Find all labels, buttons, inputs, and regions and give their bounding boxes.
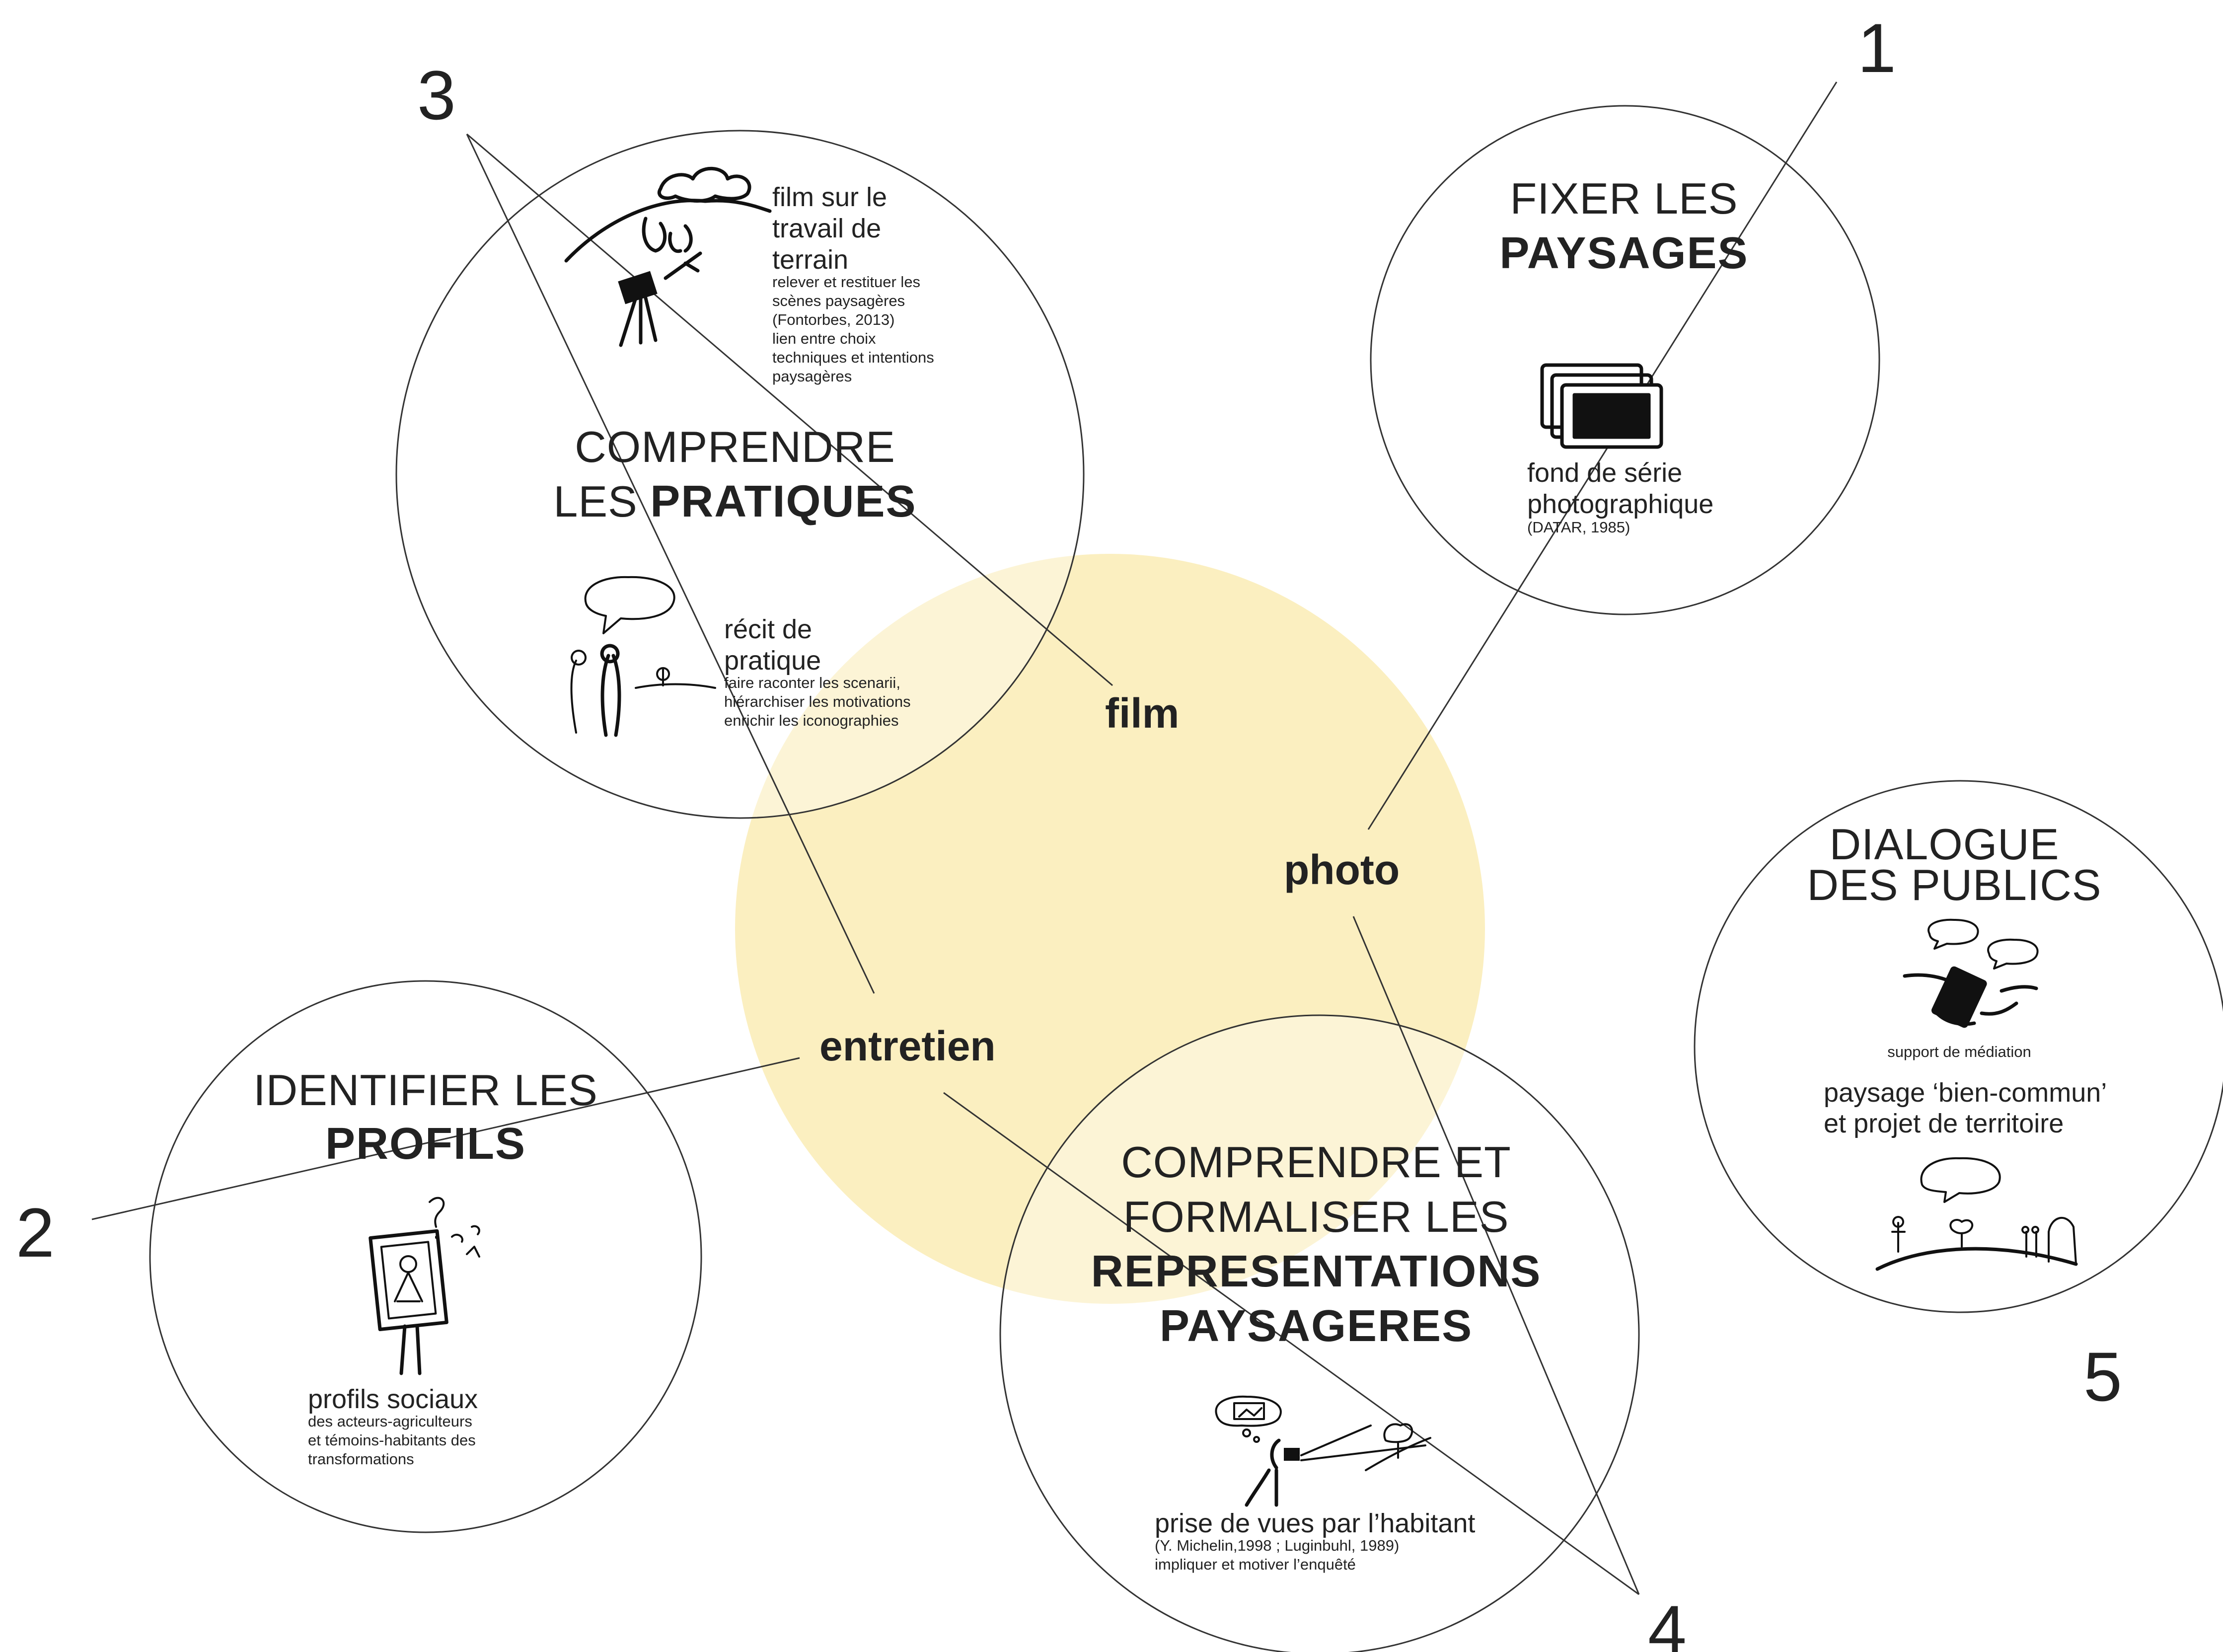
step3-bottom-label-line2: pratique bbox=[724, 646, 821, 676]
step4-detail-line2: impliquer et motiver l’enquêté bbox=[1155, 1556, 1356, 1573]
step5-support-label: support de médiation bbox=[1887, 1043, 2031, 1060]
step1-circle bbox=[1370, 105, 1880, 615]
portrait-frame-icon bbox=[369, 1197, 480, 1375]
step5-title-line1: DIALOGUE bbox=[1830, 820, 2060, 869]
step5-number: 5 bbox=[2083, 1338, 2122, 1416]
step4-circle bbox=[999, 1014, 1640, 1652]
method-photo-label: photo bbox=[1284, 846, 1400, 893]
step4-number: 4 bbox=[1648, 1591, 1687, 1652]
step2-detail-line3: transformations bbox=[308, 1450, 414, 1468]
method-entretien-label: entretien bbox=[819, 1023, 996, 1069]
step5-circle bbox=[1694, 780, 2223, 1313]
step3-top-detail-line6: paysagères bbox=[772, 368, 852, 385]
step3-bottom-detail-line2: hiérarchiser les motivations bbox=[724, 693, 911, 710]
step2-number: 2 bbox=[16, 1194, 55, 1272]
community-landscape-icon bbox=[1875, 1157, 2078, 1271]
camera-filming-icon bbox=[564, 166, 772, 347]
step3-bottom-detail-line3: enrichir les iconographies bbox=[724, 712, 899, 729]
step3-top-detail-line4: lien entre choix bbox=[772, 330, 876, 347]
line-step3-b-to-entretien bbox=[466, 134, 875, 994]
step2-label: profils sociaux bbox=[308, 1384, 478, 1414]
line-step2-to-entretien bbox=[91, 1057, 800, 1220]
step3-top-detail-line2: scènes paysagères bbox=[772, 292, 905, 309]
central-method-circle bbox=[735, 554, 1485, 1304]
step3-top-label-line1: film sur le bbox=[772, 182, 887, 212]
step2-title-line2: PROFILS bbox=[325, 1119, 526, 1169]
step3-bottom-detail-line1: faire raconter les scenarii, bbox=[724, 674, 900, 691]
step4-title-line4: PAYSAGERES bbox=[1160, 1301, 1473, 1351]
step3-top-label-line2: travail de bbox=[772, 214, 881, 243]
step4-label: prise de vues par l’habitant bbox=[1155, 1508, 1475, 1538]
step5-label-line1: paysage ‘bien-commun’ bbox=[1824, 1078, 2107, 1108]
step4-title-line1: COMPRENDRE ET bbox=[1121, 1137, 1511, 1187]
step3-top-detail-line1: relever et restituer les bbox=[772, 273, 920, 291]
step3-title-line1: COMPRENDRE bbox=[575, 422, 895, 471]
line-step1-to-photo bbox=[1367, 81, 1838, 830]
step1-number: 1 bbox=[1857, 9, 1896, 87]
step2-circle bbox=[149, 980, 702, 1533]
step3-title-line2-bold: PRATIQUES bbox=[650, 477, 916, 526]
step3-title-line2-prefix: LES bbox=[553, 477, 637, 526]
connector-lines bbox=[91, 81, 1838, 1595]
step3-circle bbox=[395, 130, 1085, 819]
step1-title-line2: PAYSAGES bbox=[1499, 228, 1748, 278]
line-step3-a-to-film bbox=[466, 133, 1113, 686]
conversation-icon bbox=[570, 576, 716, 737]
step3-title-line2: LES PRATIQUES bbox=[553, 477, 916, 526]
step2-title-line1: IDENTIFIER LES bbox=[253, 1065, 598, 1115]
step1-label-line2: photographique bbox=[1527, 489, 1713, 519]
step5-title-line2: DES PUBLICS bbox=[1807, 860, 2102, 909]
step2-detail-line2: et témoins-habitants des bbox=[308, 1431, 476, 1449]
photographer-icon bbox=[1215, 1395, 1431, 1507]
step3-number: 3 bbox=[417, 56, 456, 134]
tablet-dialogue-icon bbox=[1903, 918, 2039, 1028]
method-film-label: film bbox=[1105, 690, 1179, 737]
step2-detail-line1: des acteurs-agriculteurs bbox=[308, 1413, 472, 1430]
step3-top-detail-line5: techniques et intentions bbox=[772, 349, 934, 366]
step3-top-label-line3: terrain bbox=[772, 245, 848, 275]
photo-stack-icon bbox=[1540, 363, 1663, 449]
step4-title-line2: FORMALISER LES bbox=[1123, 1192, 1509, 1241]
step4-detail-line1: (Y. Michelin,1998 ; Luginbuhl, 1989) bbox=[1155, 1537, 1399, 1554]
step1-label: fond de série bbox=[1527, 458, 1682, 488]
step1-detail: (DATAR, 1985) bbox=[1527, 519, 1630, 536]
line-step4-b-from-photo bbox=[1352, 916, 1640, 1595]
step3-top-detail-line3: (Fontorbes, 2013) bbox=[772, 311, 894, 328]
line-step4-a-from-entretien bbox=[943, 1092, 1639, 1595]
step1-title-line1: FIXER LES bbox=[1510, 174, 1738, 223]
step3-bottom-label-line1: récit de bbox=[724, 614, 812, 644]
step5-label-line2: et projet de territoire bbox=[1824, 1109, 2064, 1138]
step4-title-line3: REPRESENTATIONS bbox=[1091, 1247, 1542, 1296]
